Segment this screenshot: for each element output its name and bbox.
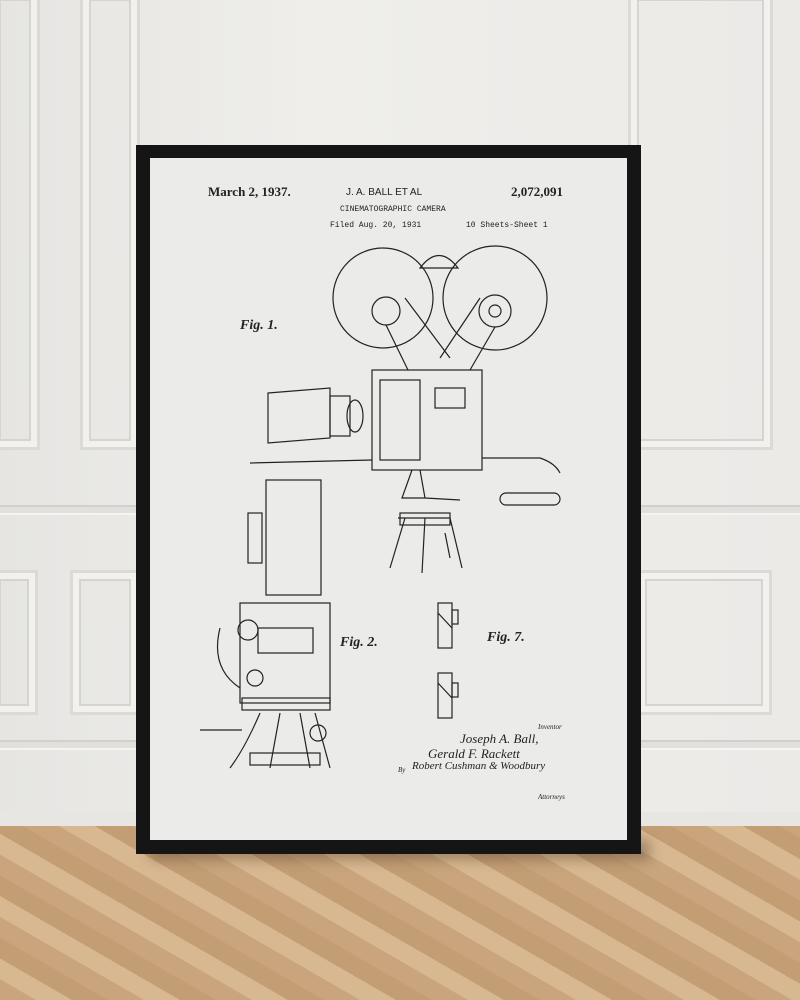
fig2-camera [200,479,331,769]
patent-poster: March 2, 1937. J. A. BALL ET AL 2,072,09… [150,158,627,840]
camera-drawing [200,245,561,769]
patent-number: 2,072,091 [511,184,563,199]
wall-panel-left-upper [0,0,40,450]
attorneys-label: Attorneys [538,793,565,801]
by-label: By [398,766,406,774]
filed-date: Filed Aug. 20, 1931 [330,221,422,230]
wall-panel-lower-left [0,570,38,715]
patent-date: March 2, 1937. [208,184,291,199]
fig1-label: Fig. 1. [240,318,278,333]
inventor-name-1: Joseph A. Ball, [460,731,539,746]
inventor-label: Inventor [538,723,562,731]
herringbone-floor [0,826,800,1000]
fig7-detail [437,602,459,719]
wall-panel-upper-right [628,0,773,450]
wall-panel-upper-left [80,0,140,450]
fig2-label: Fig. 2. [340,635,378,650]
fig7-label: Fig. 7. [487,630,525,645]
patent-title: CINEMATOGRAPHIC CAMERA [340,205,446,214]
wall-panel-lower-mid [70,570,140,715]
fig1-camera [249,245,561,574]
patent-inventors-header: J. A. BALL ET AL [346,187,423,198]
wall-panel-lower-right [636,570,772,715]
inventor-name-2: Gerald F. Rackett [428,746,520,761]
picture-frame: March 2, 1937. J. A. BALL ET AL 2,072,09… [136,145,641,854]
attorney-signature: Robert Cushman & Woodbury [412,760,546,772]
sheet-count: 10 Sheets-Sheet 1 [466,221,548,230]
